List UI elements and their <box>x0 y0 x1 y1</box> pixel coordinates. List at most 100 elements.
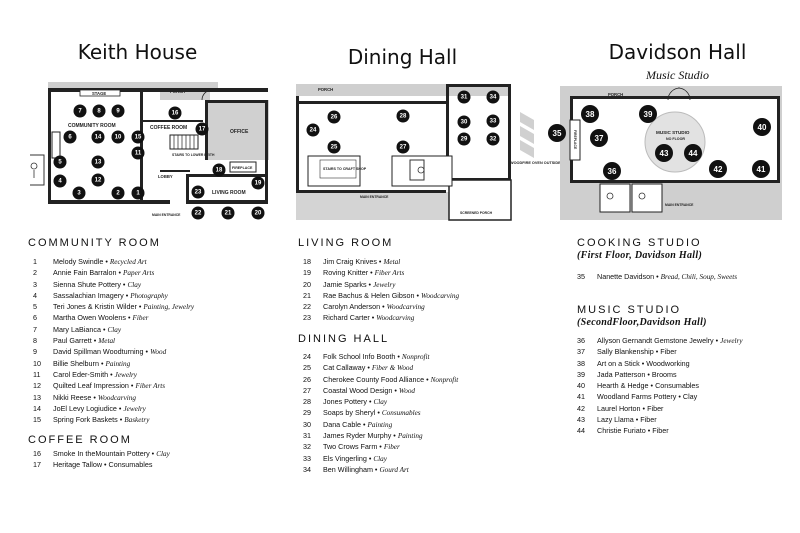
booth-marker-16[interactable] <box>168 106 182 120</box>
bullet-separator: • <box>653 347 661 357</box>
vendor-number: 1 <box>33 257 37 266</box>
booth-marker-4[interactable] <box>53 174 67 188</box>
vendor-number: 24 <box>303 352 311 361</box>
booth-marker-15[interactable] <box>131 130 145 144</box>
vendor-number: 7 <box>33 324 37 334</box>
vendor-name: Cat Callaway <box>323 363 366 373</box>
booth-number-12: 12 <box>95 178 102 184</box>
label-porch-dining: PORCH <box>318 87 333 92</box>
vendor-category: Painting <box>105 359 131 368</box>
vendor-name: Coastal Wood Design <box>323 385 393 395</box>
booth-number-18: 18 <box>216 168 223 174</box>
booth-marker-21[interactable] <box>221 206 235 220</box>
vendor-name: Melody Swindle <box>53 257 104 266</box>
bullet-separator: • <box>392 385 399 395</box>
booth-marker-33[interactable] <box>486 114 500 128</box>
booth-marker-37[interactable] <box>590 129 608 147</box>
booth-marker-20[interactable] <box>251 206 265 220</box>
booth-marker-31[interactable] <box>457 90 471 104</box>
booth-marker-40[interactable] <box>753 118 771 136</box>
bullet-separator: • <box>103 257 110 266</box>
booth-marker-34[interactable] <box>486 90 500 104</box>
booth-marker-1[interactable] <box>131 186 145 200</box>
bullet-separator: • <box>365 363 372 373</box>
bullet-separator: • <box>633 415 641 425</box>
booth-marker-28[interactable] <box>396 109 410 123</box>
booth-number-42: 42 <box>714 165 723 174</box>
booth-marker-5[interactable] <box>53 155 67 169</box>
vendor-category: Fiber & Wood <box>371 364 414 373</box>
booth-marker-41[interactable] <box>752 160 770 178</box>
booth-marker-32[interactable] <box>486 132 500 146</box>
booth-marker-13[interactable] <box>91 155 105 169</box>
vendor-number: 40 <box>577 381 585 391</box>
bullet-separator: • <box>149 449 157 458</box>
bullet-separator: • <box>424 374 431 384</box>
vendor-number: 12 <box>33 381 41 391</box>
booth-number-19: 19 <box>255 181 262 187</box>
booth-marker-42[interactable] <box>709 160 727 178</box>
booth-number-9: 9 <box>116 109 120 115</box>
vendor-number: 38 <box>577 358 585 368</box>
booth-number-30: 30 <box>461 120 468 126</box>
booth-marker-3[interactable] <box>72 186 86 200</box>
bullet-separator: • <box>91 392 98 402</box>
booth-number-44: 44 <box>689 149 698 158</box>
bullet-separator: • <box>116 403 124 413</box>
booth-marker-14[interactable] <box>91 130 105 144</box>
booth-marker-35[interactable] <box>548 124 566 142</box>
booth-marker-26[interactable] <box>327 110 341 124</box>
booth-marker-18[interactable] <box>212 163 226 177</box>
vendor-name: JoEl Levy Logiudice <box>53 403 117 413</box>
vendor-category: Bread, Chili, Soup, Sweets <box>660 273 738 281</box>
booth-marker-17[interactable] <box>195 122 209 136</box>
booth-marker-19[interactable] <box>251 176 265 190</box>
booth-number-16: 16 <box>172 111 179 117</box>
booth-marker-30[interactable] <box>457 115 471 129</box>
booth-marker-44[interactable] <box>684 144 702 162</box>
booth-number-34: 34 <box>490 95 497 101</box>
booth-marker-10[interactable] <box>111 130 125 144</box>
booth-number-29: 29 <box>461 137 468 143</box>
booth-marker-23[interactable] <box>191 185 205 199</box>
vendor-number: 19 <box>303 268 311 278</box>
label-lobby: LOBBY <box>158 174 173 179</box>
booth-marker-11[interactable] <box>131 146 145 160</box>
booth-number-41: 41 <box>757 165 766 174</box>
vendor-number: 35 <box>577 272 585 281</box>
label-music-studio: MUSIC STUDIO <box>656 130 690 135</box>
booth-marker-38[interactable] <box>581 105 599 123</box>
booth-marker-12[interactable] <box>91 173 105 187</box>
vendor-category: Clay <box>373 454 387 463</box>
booth-marker-27[interactable] <box>396 140 410 154</box>
booth-marker-8[interactable] <box>92 104 106 118</box>
vendor-name: Jamie Sparks <box>323 279 367 289</box>
booth-marker-29[interactable] <box>457 132 471 146</box>
booth-marker-24[interactable] <box>306 123 320 137</box>
vendor-name: Ben Willingham <box>323 464 373 474</box>
booth-marker-39[interactable] <box>639 105 657 123</box>
booth-marker-9[interactable] <box>111 104 125 118</box>
booth-marker-43[interactable] <box>655 144 673 162</box>
booth-marker-6[interactable] <box>63 130 77 144</box>
vendor-name: Teri Jones & Kristin Wilder <box>53 302 137 312</box>
vendor-name: Folk School Info Booth <box>323 352 396 361</box>
booth-marker-36[interactable] <box>603 162 621 180</box>
davidson-hall-title: Davidson Hall <box>608 40 747 64</box>
booth-marker-22[interactable] <box>191 206 205 220</box>
vendor-number: 30 <box>303 419 311 429</box>
booth-marker-25[interactable] <box>327 140 341 154</box>
booth-marker-2[interactable] <box>111 186 125 200</box>
booth-marker-7[interactable] <box>73 104 87 118</box>
